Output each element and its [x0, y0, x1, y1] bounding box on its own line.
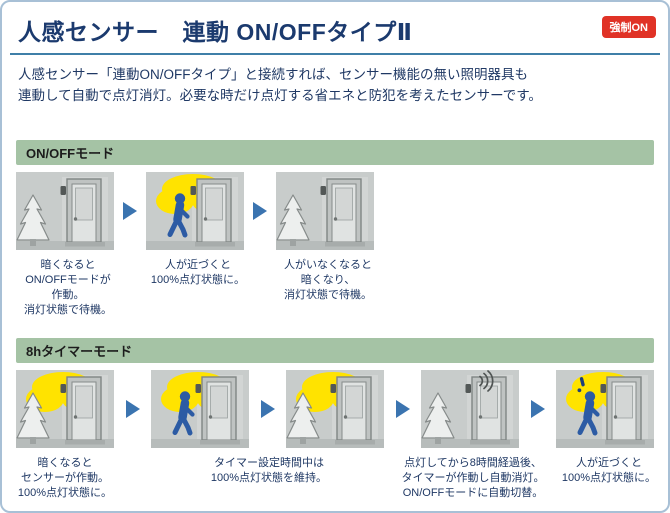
step-caption: 人が近づくと 100%点灯状態に。: [150, 258, 246, 287]
onoff-mode-steps: [16, 171, 654, 250]
door-icon: [329, 376, 376, 446]
step-arrow-icon: [123, 201, 137, 220]
door-icon: [194, 376, 241, 446]
step-caption: 暗くなると センサーが作動。 100%点灯状態に。: [17, 456, 113, 500]
header: 人感センサー 連動 ON/OFFタイプⅡ 強制ON: [2, 2, 668, 53]
door-icon: [319, 178, 366, 248]
step-arrow-icon: [125, 399, 140, 418]
section-onoff-mode-header: ON/OFFモード: [16, 139, 654, 165]
door-icon: [59, 376, 106, 446]
scene-house-dark-waiting: [16, 171, 114, 250]
step-caption: 人がいなくなると 暗くなり、 消灯状態で待機。: [284, 258, 372, 302]
title-divider: [10, 53, 660, 55]
scene-person-approaching-lit: [146, 171, 244, 250]
door-icon: [59, 178, 106, 248]
scene-house-lit: [286, 369, 384, 448]
forced-on-badge: 強制ON: [601, 16, 656, 38]
step-arrow-icon: [260, 399, 275, 418]
scene-house-dark-waiting: [276, 171, 374, 250]
step-caption: 暗くなると ON/OFFモードが 作動。 消灯状態で待機。: [24, 258, 112, 317]
timer-mode-captions: 暗くなると センサーが作動。 100%点灯状態に。 タイマー設定時間中は 100…: [16, 456, 656, 510]
scene-person-approaching-lit: [151, 369, 249, 448]
door-icon: [464, 376, 511, 446]
step-arrow-icon: [253, 201, 267, 220]
step-caption: 点灯してから8時間経過後、 タイマーが作動し自動消灯。 ON/OFFモードに自動…: [401, 456, 545, 500]
step-arrow-icon: [395, 399, 410, 418]
step-caption: 人が近づくと 100%点灯状態に。: [561, 456, 657, 485]
section-8h-timer-mode-header: 8hタイマーモード: [16, 337, 654, 363]
scene-house-lit: [16, 369, 114, 448]
door-icon: [189, 178, 236, 248]
step-arrow-icon: [530, 399, 545, 418]
timer-mode-steps: [16, 369, 654, 448]
scene-house-dark-timer-off: [421, 369, 519, 448]
onoff-mode-captions: 暗くなると ON/OFFモードが 作動。 消灯状態で待機。 人が近づくと 100…: [16, 258, 654, 324]
door-icon: [599, 376, 646, 446]
step-caption: タイマー設定時間中は 100%点灯状態を維持。: [210, 456, 328, 485]
description-text: 人感センサー「連動ON/OFFタイプ」と接続すれば、センサー機能の無い照明器具も…: [18, 67, 542, 103]
page-title: 人感センサー 連動 ON/OFFタイプⅡ: [18, 19, 413, 45]
scene-person-approaching-lit-alert: [556, 369, 654, 448]
